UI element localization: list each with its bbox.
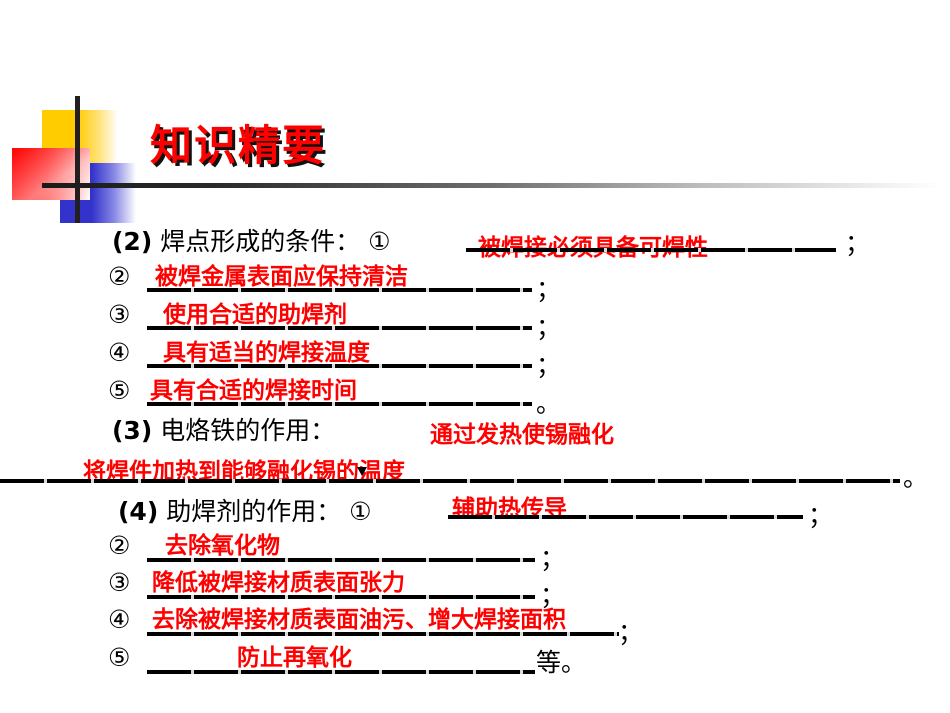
section-2-punct-4: ； — [536, 351, 562, 380]
section-2-rule-4 — [147, 364, 532, 368]
section-4-answer-4[interactable]: 去除被焊接材质表面油污、增大焊接面积 — [152, 607, 566, 633]
section-2-answer-4[interactable]: 具有适当的焊接温度 — [163, 340, 370, 366]
text-caret-icon — [357, 467, 367, 476]
section-4-rule-4 — [147, 632, 619, 636]
section-4-rule-2 — [147, 558, 535, 562]
section-2-rule-5 — [147, 402, 532, 406]
section-4-heading: 助焊剂的作用： — [166, 497, 342, 526]
section-2-heading-row: (2) 焊点形成的条件： ① — [112, 222, 391, 258]
section-4-punct-3: ； — [540, 581, 566, 610]
section-3-rule-long — [0, 479, 900, 483]
section-2-punct-2: ； — [536, 275, 562, 304]
page-title: 知识精要 — [150, 121, 327, 170]
section-2-answer-3[interactable]: 使用合适的助焊剂 — [163, 302, 347, 328]
section-3-punct: 。 — [903, 463, 929, 492]
section-2-rule-1 — [466, 248, 836, 252]
section-2-rule-3 — [147, 326, 532, 330]
section-2-punct-3: ； — [536, 313, 562, 342]
section-4-punct-2: ； — [540, 544, 566, 573]
section-4-punct-4: ； — [618, 618, 644, 647]
section-2-answer-5[interactable]: 具有合适的焊接时间 — [150, 378, 357, 404]
section-2-answer-1[interactable]: 被焊接必须具备可焊性 — [478, 228, 708, 262]
section-3-answer-1[interactable]: 通过发热使锡融化 — [430, 422, 614, 448]
section-4-rule-5 — [147, 670, 535, 674]
section-2-marker-4: ④ — [108, 338, 131, 367]
section-4-marker-5: ⑤ — [108, 643, 131, 672]
section-3-heading: 电烙铁的作用： — [160, 416, 336, 445]
section-4-answer-2[interactable]: 去除氧化物 — [165, 533, 280, 559]
section-3-number: (3) — [112, 416, 153, 445]
section-4-marker-3: ③ — [108, 568, 131, 597]
deco-vertical-bar — [75, 96, 80, 223]
section-4-number: (4) — [118, 497, 159, 526]
section-4-answer-3[interactable]: 降低被焊接材质表面张力 — [152, 570, 405, 596]
section-4-punct-1: ； — [808, 501, 834, 530]
section-2-answer-2[interactable]: 被焊金属表面应保持清洁 — [155, 264, 408, 290]
section-3-heading-row: (3) 电烙铁的作用： — [112, 411, 335, 447]
section-2-heading: 焊点形成的条件： — [160, 227, 361, 256]
section-2-marker-5: ⑤ — [108, 376, 131, 405]
section-4-rule-1 — [448, 515, 803, 519]
section-2-punct-1: ； — [845, 229, 871, 258]
deco-horizontal-divider — [42, 183, 942, 188]
section-4-marker-1: ① — [349, 497, 372, 526]
section-2-marker-1: ① — [368, 227, 391, 256]
section-4-heading-row: (4) 助焊剂的作用： ① — [118, 492, 372, 528]
section-2-rule-2 — [147, 288, 532, 292]
section-4-answer-5[interactable]: 防止再氧化 — [237, 645, 352, 671]
section-4-marker-4: ④ — [108, 605, 131, 634]
section-2-marker-3: ③ — [108, 300, 131, 329]
section-4-punct-5: 等。 — [536, 648, 587, 677]
section-2-number: (2) — [112, 227, 153, 256]
section-4-rule-3 — [147, 595, 535, 599]
section-2-marker-2: ② — [108, 262, 131, 291]
section-2-punct-5: 。 — [536, 389, 562, 418]
section-4-marker-2: ② — [108, 531, 131, 560]
